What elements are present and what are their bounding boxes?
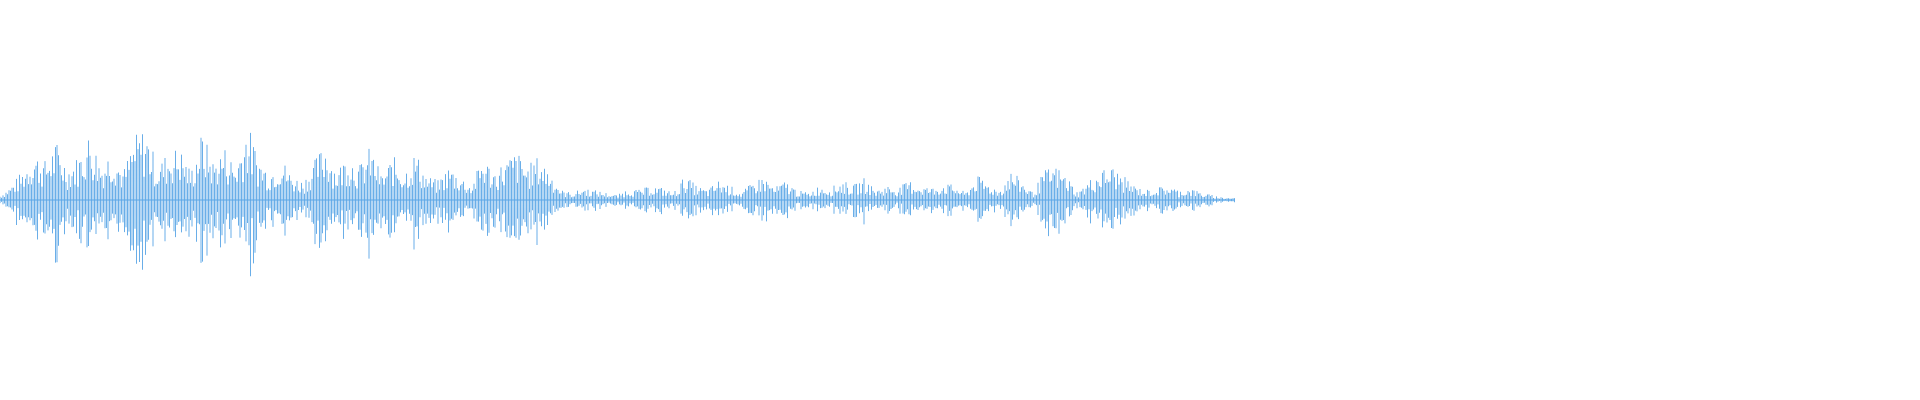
- waveform-samples: [0, 132, 1235, 277]
- waveform-bars: [0, 132, 1235, 277]
